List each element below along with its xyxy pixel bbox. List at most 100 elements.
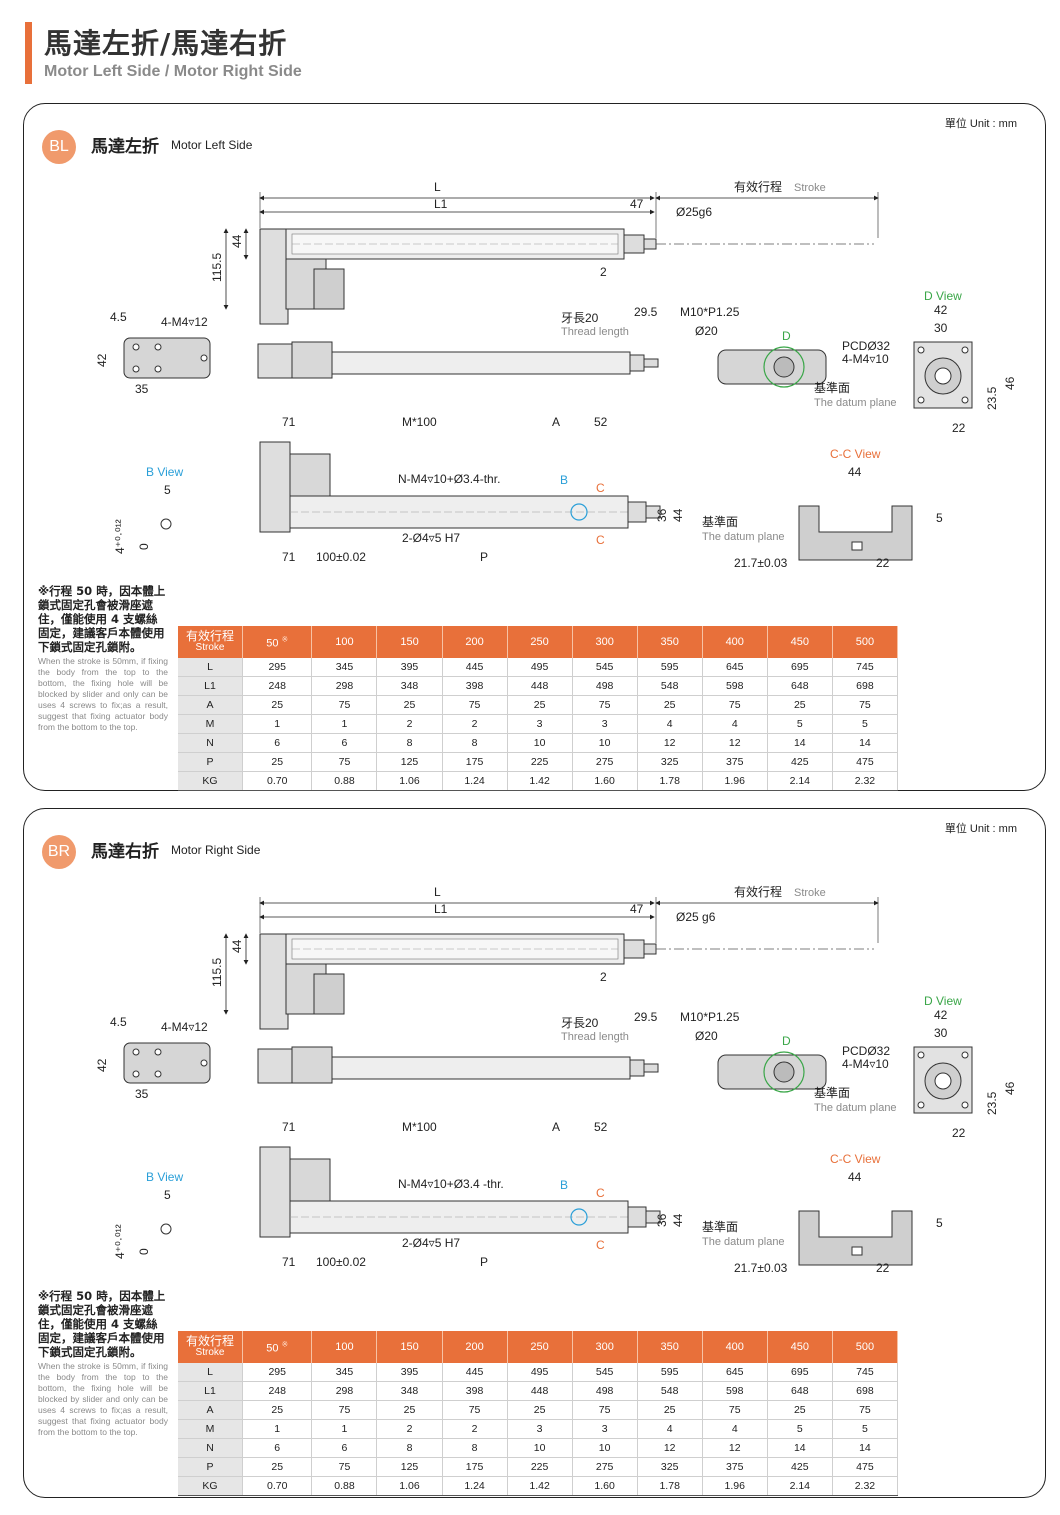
spec-cell: 475: [832, 752, 899, 772]
spec-cell: 698: [832, 676, 899, 696]
spec-row-label: A: [178, 695, 243, 715]
dim-4-5: 4.5: [110, 1015, 127, 1029]
spec-cell: 545: [572, 1363, 638, 1382]
spec-row-label: P: [178, 752, 243, 772]
dim-4-5: 4.5: [110, 310, 127, 324]
label-c-top: C: [596, 481, 605, 495]
spec-cell: 25: [637, 1400, 703, 1420]
spec-cell: 25: [376, 1400, 443, 1420]
section-motor-right: 單位 Unit : mm BR 馬達右折 Motor Right Side L: [23, 808, 1046, 1498]
dim-dv30: 30: [934, 321, 948, 335]
spec-cell: 248: [242, 1381, 313, 1401]
spec-cell: 298: [311, 676, 378, 696]
spec-cell: 3: [507, 1419, 573, 1439]
spec-cell: 14: [832, 733, 899, 753]
dim-dv46: 46: [1003, 376, 1017, 390]
spec-col: 300: [572, 626, 638, 658]
front-view-actuator: [259, 441, 661, 533]
spec-cell: 498: [572, 676, 638, 696]
spec-cell: 6: [311, 733, 378, 753]
spec-col: 500: [832, 626, 899, 658]
spec-cell: 395: [376, 658, 443, 677]
note-en: When the stroke is 50mm, if fixing the b…: [38, 656, 168, 732]
dim-tolerance-zero: 0: [137, 543, 151, 550]
spec-cell: 75: [311, 752, 378, 772]
spec-col: 100: [311, 1331, 378, 1363]
dim-thread-zh: 牙長20: [561, 1016, 599, 1030]
section-title-en: Motor Left Side: [171, 138, 253, 152]
spec-cell: 25: [507, 1400, 573, 1420]
spec-col: 150: [376, 626, 443, 658]
motor-plate-view: [123, 337, 211, 379]
spec-cell: 1.78: [637, 1476, 703, 1496]
spec-row-label: L: [178, 658, 243, 677]
spec-cell: 4: [702, 714, 768, 734]
dim-20: Ø20: [695, 324, 718, 338]
spec-cell: 6: [242, 1438, 313, 1458]
spec-cell: 75: [572, 1400, 638, 1420]
spec-cell: 425: [767, 752, 833, 772]
spec-cell: 298: [311, 1381, 378, 1401]
dim-20: Ø20: [695, 1029, 718, 1043]
spec-cell: 648: [767, 1381, 833, 1401]
spec-cell: 345: [311, 658, 378, 677]
dim-n-hole: N-M4▿10+Ø3.4 -thr.: [398, 1177, 504, 1191]
spec-cell: 275: [572, 752, 638, 772]
spec-cell: 325: [637, 752, 703, 772]
spec-cell: 2.14: [767, 1476, 833, 1496]
spec-col: 100: [311, 626, 378, 658]
spec-cell: 398: [442, 676, 508, 696]
dim-pcd: PCDØ32: [842, 339, 890, 353]
dim-pcd: PCDØ32: [842, 1044, 890, 1058]
spec-cell: 125: [376, 1457, 443, 1477]
spec-cell: 2: [376, 1419, 443, 1439]
spec-cell: 0.88: [311, 771, 378, 791]
spec-cell: 4: [702, 1419, 768, 1439]
spec-cell: 348: [376, 676, 443, 696]
spec-cell: 275: [572, 1457, 638, 1477]
dim-pin: 2-Ø4▿5 H7: [402, 1236, 460, 1250]
spec-cell: 6: [311, 1438, 378, 1458]
dim-47: 47: [630, 197, 644, 211]
spec-cell: 448: [507, 1381, 573, 1401]
spec-cell: 1.96: [702, 771, 768, 791]
spec-cell: 5: [767, 714, 833, 734]
page-title: 馬達左折/馬達右折: [44, 27, 288, 60]
spec-cell: 10: [507, 733, 573, 753]
spec-col: 300: [572, 1331, 638, 1363]
spec-cell: 12: [702, 1438, 768, 1458]
label-cc-view: C-C View: [830, 447, 881, 461]
dim-2: 2: [600, 265, 607, 279]
dim-cc22: 22: [876, 1261, 890, 1275]
d-view: [913, 341, 973, 409]
spec-cell: 2: [376, 714, 443, 734]
dim-datum-zh: 基準面: [814, 1085, 850, 1100]
dim-42: 42: [95, 1058, 109, 1072]
spec-cell: 12: [637, 733, 703, 753]
d-view: [913, 1046, 973, 1114]
spec-cell: 1.42: [507, 1476, 573, 1496]
dim-71-top: 71: [282, 415, 296, 429]
spec-cell: 1: [311, 714, 378, 734]
spec-cell: 14: [767, 1438, 833, 1458]
spec-cell: 10: [507, 1438, 573, 1458]
spec-cell: 5: [832, 714, 899, 734]
spec-col: 50 ※: [242, 1331, 313, 1363]
dim-100: 100±0.02: [316, 1255, 366, 1269]
dim-29-5: 29.5: [634, 1010, 658, 1024]
dim-71-bottom: 71: [282, 1255, 296, 1269]
spec-cell: 345: [311, 1363, 378, 1382]
spec-cell: 4: [637, 714, 703, 734]
spec-cell: 595: [637, 1363, 703, 1382]
spec-cell: 25: [242, 1457, 313, 1477]
spec-cell: 1: [311, 1419, 378, 1439]
dim-shaft: Ø25 g6: [676, 910, 716, 924]
spec-cell: 495: [507, 1363, 573, 1382]
